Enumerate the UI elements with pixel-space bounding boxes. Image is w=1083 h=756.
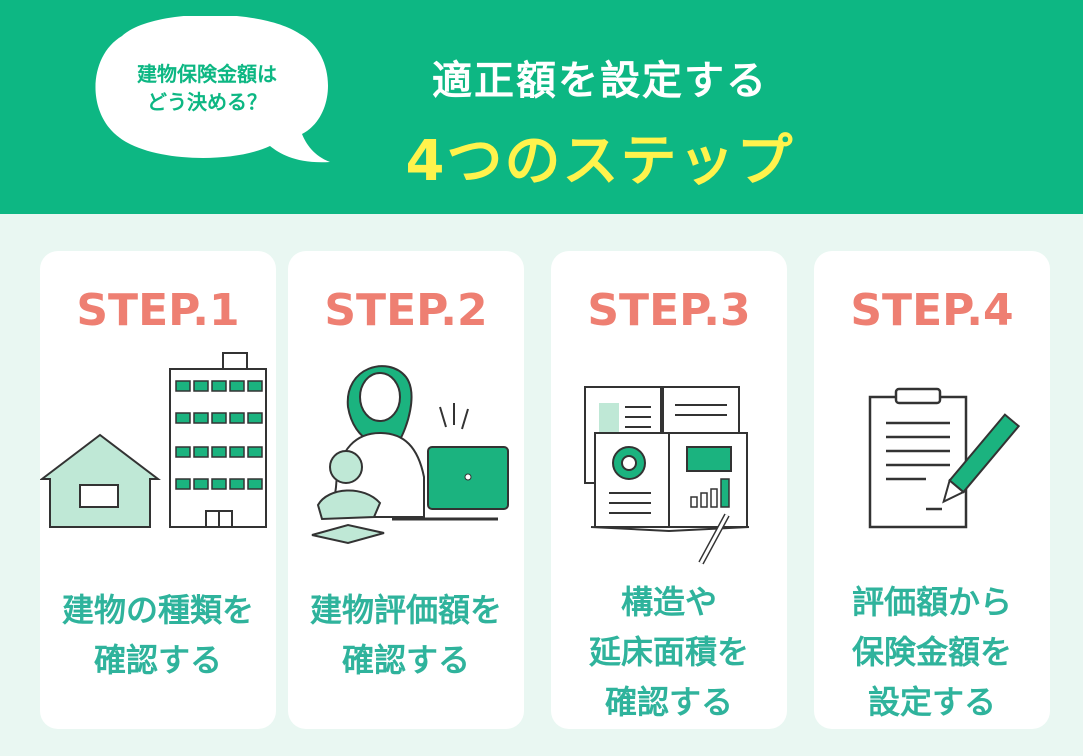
step-description: 評価額から 保険金額を 設定する (851, 583, 1012, 721)
step-description: 構造や 延床面積を 確認する (588, 583, 749, 721)
woman-with-baby-laptop-icon (311, 365, 509, 545)
step-card-3: STEP.3 構造や 延床面積を 確認する (551, 251, 787, 729)
step-label: STEP.2 (324, 285, 488, 336)
step-description: 建物評価額を 確認する (309, 591, 502, 679)
clipboard-pen-icon (868, 387, 1021, 529)
page-title: 適正額を設定する (432, 58, 768, 104)
header-banner: 建物保険金額は どう決める？ 適正額を設定する 4つのステップ (0, 0, 1083, 214)
speech-bubble (95, 16, 330, 163)
step-label: STEP.3 (587, 285, 751, 336)
bubble-text: 建物保険金額は どう決める？ (137, 62, 277, 114)
step-card-1: STEP.1 建物の種類を 確認する (40, 251, 276, 729)
page-subtitle: 4つのステップ (405, 129, 795, 194)
house-and-building-icon (40, 352, 267, 528)
step-description: 建物の種類を 確認する (61, 591, 254, 679)
step-label: STEP.1 (76, 285, 240, 336)
open-document-chart-icon (584, 386, 750, 565)
step-card-4: STEP.4 評価額から 保険金額を 設定する (814, 251, 1050, 729)
step-card-2: STEP.2 建物評価額を 確認する (288, 251, 524, 729)
step-label: STEP.4 (850, 285, 1014, 336)
